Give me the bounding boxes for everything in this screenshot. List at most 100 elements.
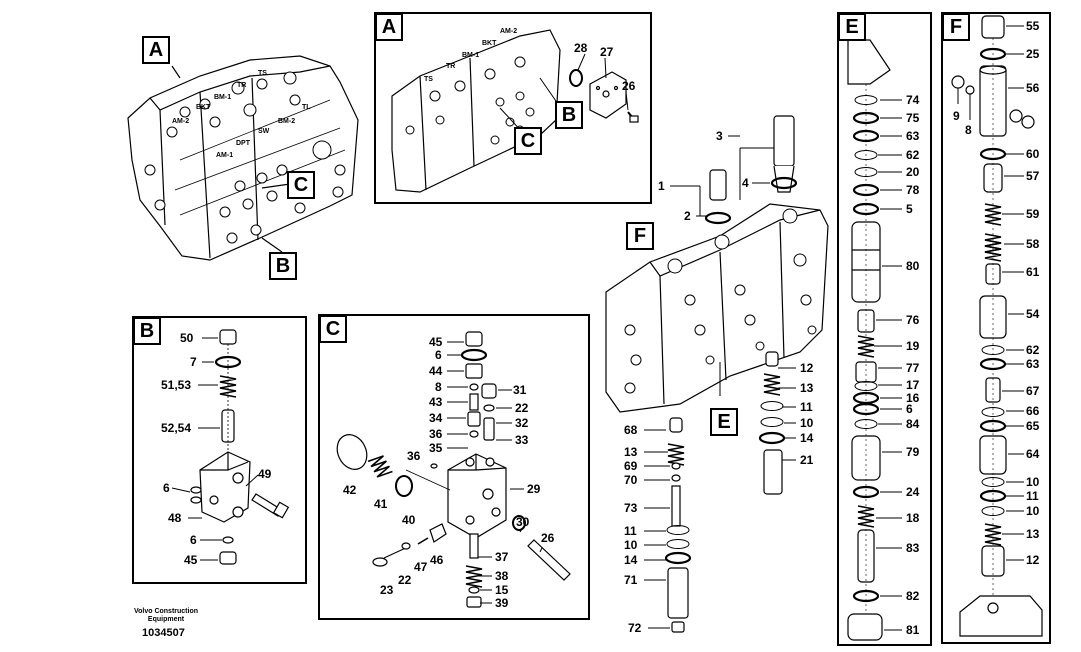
- part-number: 79: [906, 445, 920, 459]
- main-valve-block: [127, 55, 359, 261]
- port-label: BM-2: [278, 118, 296, 125]
- part-number: 5: [906, 202, 913, 216]
- part-number: 74: [906, 93, 920, 107]
- part-number: 75: [906, 111, 920, 125]
- part-number: 47: [414, 560, 428, 574]
- part-number: 21: [800, 453, 814, 467]
- part-number: 4: [742, 176, 749, 190]
- part-number: 15: [495, 583, 509, 597]
- part-number: 73: [624, 501, 638, 515]
- part-number: 39: [495, 596, 509, 610]
- part-number: 25: [1026, 47, 1040, 61]
- panel-a-tag: A: [375, 13, 403, 41]
- part-number: 10: [1026, 504, 1040, 518]
- part-number: 37: [495, 550, 509, 564]
- part-number: 59: [1026, 207, 1040, 221]
- part-number: 33: [515, 433, 529, 447]
- part-number: 38: [495, 569, 509, 583]
- panel-b-parts: [190, 329, 290, 565]
- part-number: 45: [184, 553, 198, 567]
- part-number: 69: [624, 459, 638, 473]
- part-number: 76: [906, 313, 920, 327]
- company-name-line2: Equipment: [147, 616, 185, 623]
- part-number: 8: [435, 380, 442, 394]
- part-number: 77: [906, 361, 920, 375]
- port-label: BM-1: [462, 52, 480, 59]
- callout-c: C: [287, 171, 315, 199]
- part-number: 51,53: [161, 378, 192, 392]
- panel-a: [374, 12, 652, 204]
- part-number: 17: [906, 378, 920, 392]
- part-number: 9: [953, 109, 960, 123]
- part-number: 44: [429, 364, 443, 378]
- part-number: 52,54: [161, 421, 192, 435]
- part-number: 28: [574, 41, 588, 55]
- port-label: AM-2: [172, 118, 190, 125]
- center-callout-e: E: [710, 408, 738, 436]
- part-number: 14: [800, 431, 814, 445]
- part-number: 20: [906, 165, 920, 179]
- part-number: 78: [906, 183, 920, 197]
- part-number: 13: [1026, 527, 1040, 541]
- part-number: 27: [600, 45, 614, 59]
- part-number: 50: [180, 331, 194, 345]
- part-number: 40: [402, 513, 416, 527]
- drawing-number: 1034507: [142, 627, 185, 639]
- part-number: 48: [168, 511, 182, 525]
- part-number: 62: [1026, 343, 1040, 357]
- panel-b-tag: B: [133, 317, 161, 345]
- part-number: 82: [906, 589, 920, 603]
- part-number: 65: [1026, 419, 1040, 433]
- part-number: 62: [906, 148, 920, 162]
- panel-e-parts: [847, 39, 891, 641]
- part-number: 26: [622, 79, 636, 93]
- part-number: 12: [800, 361, 814, 375]
- part-number: 14: [624, 553, 638, 567]
- port-label: BM-1: [214, 94, 232, 101]
- part-number: 23: [380, 583, 394, 597]
- part-number: 11: [624, 524, 637, 538]
- part-number: 66: [1026, 404, 1040, 418]
- part-number: 31: [513, 383, 527, 397]
- panel-b: [132, 316, 307, 584]
- panel-c-parts: [336, 331, 571, 608]
- part-number: 56: [1026, 81, 1040, 95]
- port-label: TR: [446, 63, 456, 70]
- part-number: 61: [1026, 265, 1040, 279]
- part-number: 67: [1026, 384, 1040, 398]
- part-number: 72: [628, 621, 642, 635]
- part-number: 1: [658, 179, 665, 193]
- part-number: 49: [258, 467, 272, 481]
- port-label: TL: [302, 104, 311, 111]
- panel-f: [941, 12, 1051, 644]
- part-number: 19: [906, 339, 920, 353]
- part-number: 2: [684, 209, 691, 223]
- part-number: 35: [429, 441, 443, 455]
- part-number: 6: [190, 533, 197, 547]
- part-number: 22: [515, 401, 529, 415]
- part-number: 83: [906, 541, 920, 555]
- part-number: 43: [429, 395, 443, 409]
- part-number: 58: [1026, 237, 1040, 251]
- part-number: 54: [1026, 307, 1040, 321]
- center-valve-block: [605, 115, 829, 633]
- part-number: 70: [624, 473, 638, 487]
- part-number: 6: [906, 402, 913, 416]
- panel-f-parts: [951, 15, 1043, 637]
- panel-a-callout-c: C: [514, 127, 542, 155]
- port-label: TR: [237, 82, 247, 89]
- panel-e-tag: E: [838, 13, 866, 41]
- part-number: 16: [906, 391, 920, 405]
- port-label: AM-1: [216, 152, 234, 159]
- part-number: 3: [716, 129, 723, 143]
- part-number: 26: [541, 531, 555, 545]
- panel-c-tag: C: [319, 315, 347, 343]
- panel-a-callout-b: B: [555, 101, 583, 129]
- panel-e: [837, 12, 932, 646]
- port-label: TS: [424, 76, 433, 83]
- part-number: 10: [624, 538, 638, 552]
- center-callout-f: F: [626, 222, 654, 250]
- callout-b: B: [269, 252, 297, 280]
- part-number: 10: [1026, 475, 1040, 489]
